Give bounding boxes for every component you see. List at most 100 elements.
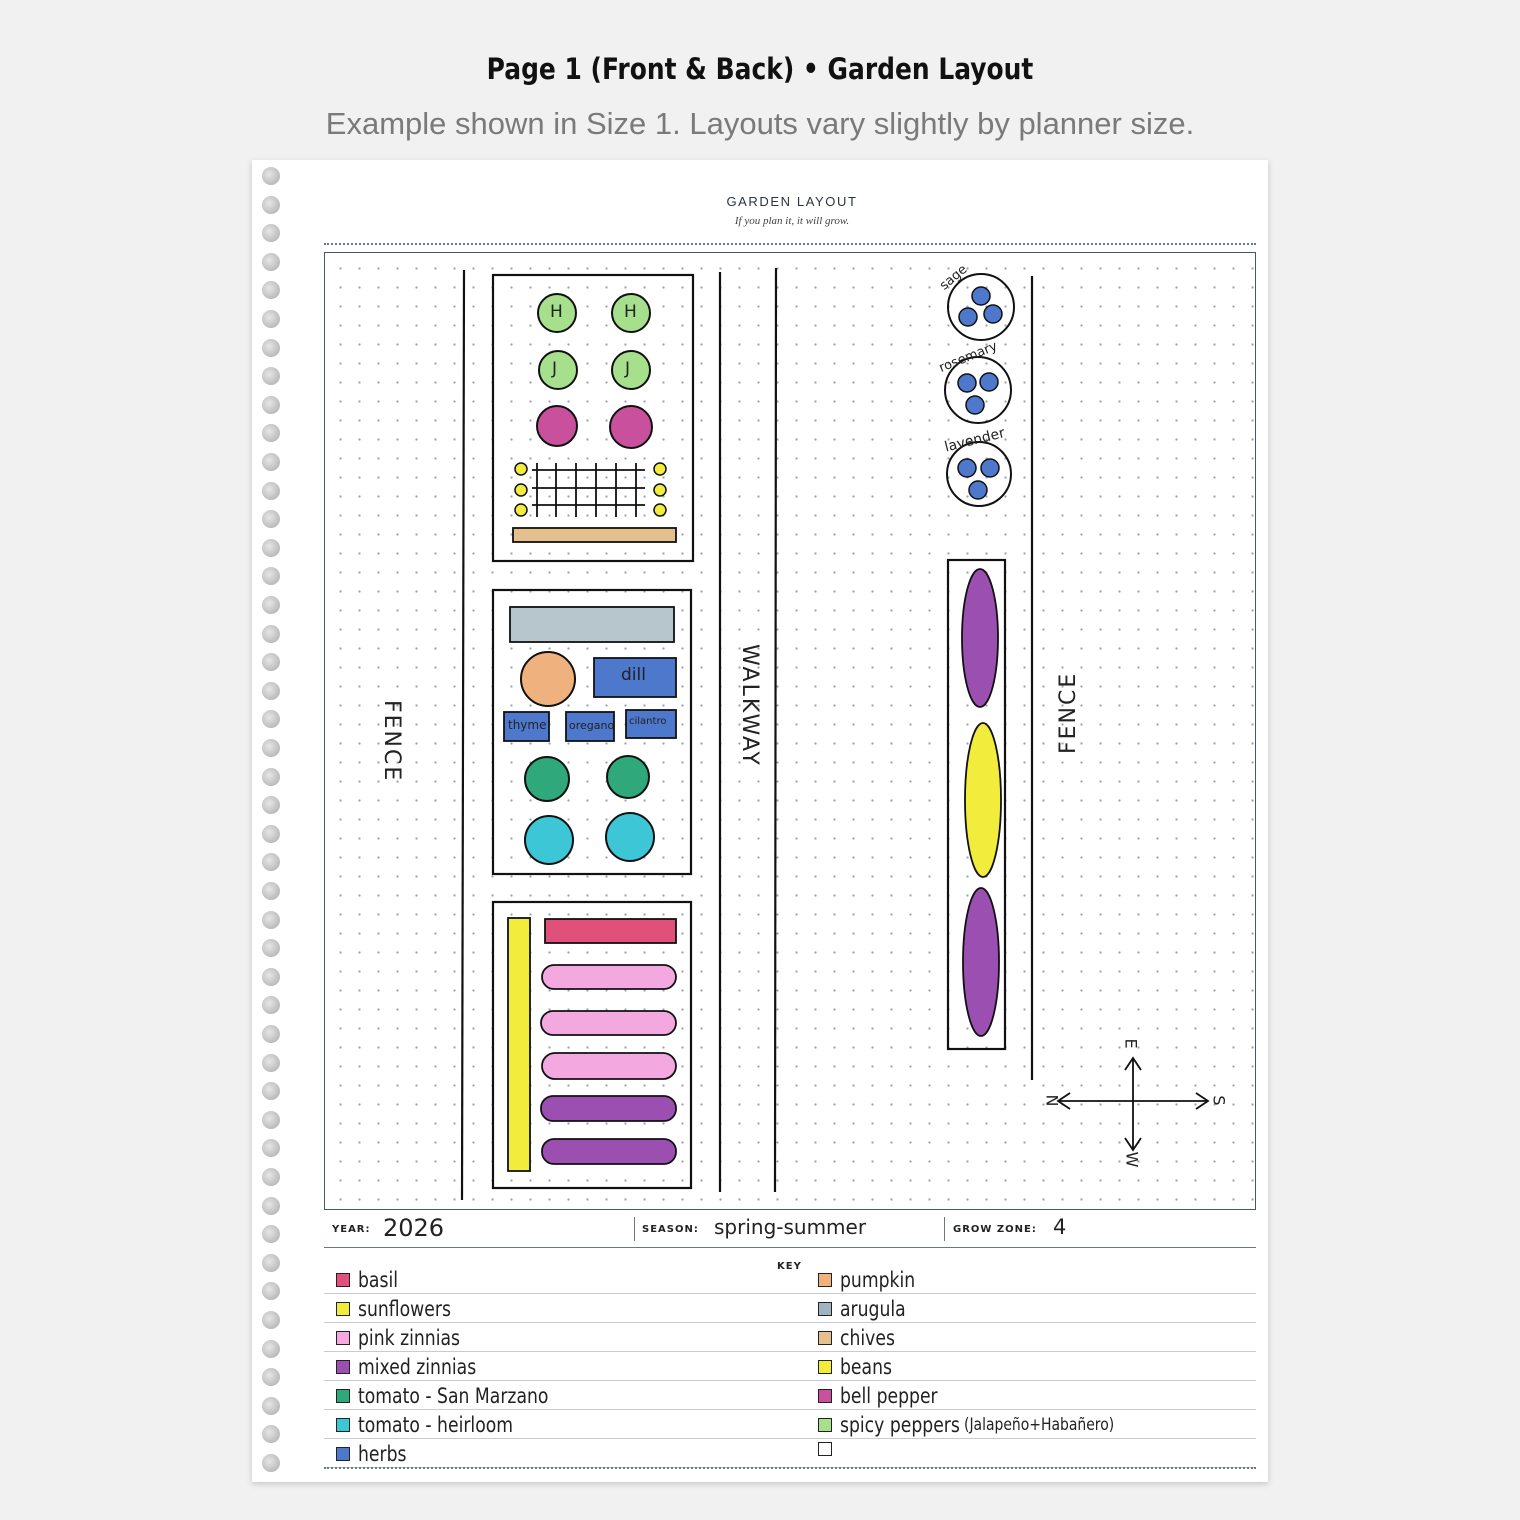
key-item: pink zinnias (336, 1326, 482, 1350)
binding-coil (262, 1139, 280, 1158)
binding-coil (262, 882, 280, 900)
key-item-label: tomato - heirloom (358, 1413, 514, 1437)
walkway-line-right (773, 267, 778, 1193)
pepper-letter: J (552, 359, 558, 379)
pepper-plant (611, 293, 651, 333)
year-value[interactable]: 2026 (383, 1214, 445, 1242)
sage-pot (947, 273, 1015, 341)
dot-grid (324, 252, 1256, 1210)
binding-coil (262, 1282, 280, 1301)
binding-coil (262, 939, 280, 958)
key-rule (324, 1293, 1256, 1294)
year-label: YEAR: (332, 1224, 371, 1235)
lavender-pot (946, 441, 1012, 507)
bell-pepper-plant (536, 405, 578, 447)
info-separator (944, 1217, 945, 1241)
pumpkin-plant (520, 651, 576, 707)
binding-coil (262, 796, 280, 815)
bed-1 (491, 273, 695, 563)
season-label: SEASON: (642, 1224, 699, 1235)
mixed-zinnia-patch (962, 887, 1000, 1037)
sunflower-patch (964, 722, 1002, 878)
bed-2 (491, 588, 693, 876)
compass-east: E (1121, 1038, 1141, 1049)
key-swatch (818, 1389, 832, 1403)
thyme-label: thyme (508, 718, 547, 732)
binding-coil (262, 824, 280, 843)
pepper-plant (611, 350, 651, 390)
binding-coil (262, 567, 280, 586)
key-swatch (818, 1302, 832, 1316)
bell-pepper-plant (609, 405, 653, 449)
key-item: bell pepper (818, 1384, 959, 1408)
pepper-letter: J (625, 359, 631, 379)
chives-row (512, 527, 677, 543)
compass-south: S (1209, 1095, 1229, 1106)
binding-coil (262, 1396, 280, 1415)
arugula-row (509, 606, 675, 643)
binding-coil (262, 310, 280, 328)
key-swatch (336, 1418, 350, 1432)
key-swatch (336, 1273, 350, 1287)
grow-zone-value[interactable]: 4 (1053, 1215, 1067, 1239)
key-swatch (336, 1331, 350, 1345)
binding-coil (262, 710, 280, 729)
key-item-label: bell pepper (840, 1384, 938, 1408)
dill-label: dill (621, 665, 646, 685)
san-marzano-tomato (606, 755, 650, 799)
page-subheading: Example shown in Size 1. Layouts vary sl… (325, 106, 1195, 141)
binding-coil (262, 1110, 280, 1129)
binding-coil (262, 338, 280, 357)
pink-zinnia-row (541, 1052, 677, 1080)
cilantro-label: cilantro (629, 716, 667, 727)
key-rule (324, 1438, 1256, 1439)
key-rule (324, 1322, 1256, 1323)
heirloom-tomato (524, 815, 574, 865)
fence-left-label: FENCE (379, 700, 404, 783)
key-swatch (818, 1360, 832, 1374)
trellis-grid (532, 463, 645, 517)
pink-zinnia-row (540, 1010, 677, 1036)
key-swatch (336, 1389, 350, 1403)
key-swatch (818, 1442, 832, 1456)
binding-coil (262, 1196, 280, 1215)
mixed-zinnia-row (540, 1095, 677, 1122)
key-item (818, 1442, 840, 1456)
binding-coil (262, 767, 280, 786)
key-item: arugula (818, 1297, 920, 1321)
key-item: basil (336, 1268, 407, 1292)
san-marzano-tomato (524, 756, 570, 802)
binding-coil (262, 596, 280, 614)
binding-coil (262, 1368, 280, 1387)
key-item-label: chives (840, 1326, 895, 1350)
key-item: sunflowers (336, 1297, 471, 1321)
key-item-label: pink zinnias (358, 1326, 461, 1350)
key-label: KEY (777, 1261, 802, 1272)
rosemary-pot (944, 356, 1012, 424)
binding-coil (262, 481, 280, 500)
binding-coil (262, 224, 280, 243)
compass-west: W (1122, 1151, 1142, 1168)
binding-coil (262, 1053, 280, 1072)
binding-coil (262, 453, 280, 471)
binding-coil (262, 510, 280, 529)
key-item: mixed zinnias (336, 1355, 502, 1379)
key-item-label: mixed zinnias (358, 1355, 477, 1379)
binding-coil (262, 739, 280, 757)
season-value[interactable]: spring-summer (714, 1215, 867, 1239)
binding-coil (262, 1339, 280, 1358)
key-swatch (336, 1302, 350, 1316)
pepper-letter: H (550, 302, 563, 322)
oregano-label: oregano (569, 719, 615, 732)
heirloom-tomato (605, 812, 655, 862)
key-swatch (336, 1447, 350, 1461)
binding-coil (262, 853, 280, 872)
key-item: beans (818, 1355, 903, 1379)
pepper-plant (537, 293, 577, 333)
key-item-label: herbs (358, 1442, 407, 1466)
binding-coil (262, 167, 280, 185)
key-item-label: tomato - San Marzano (358, 1384, 549, 1408)
binding-coil (262, 538, 280, 557)
binding-coil (262, 624, 280, 643)
